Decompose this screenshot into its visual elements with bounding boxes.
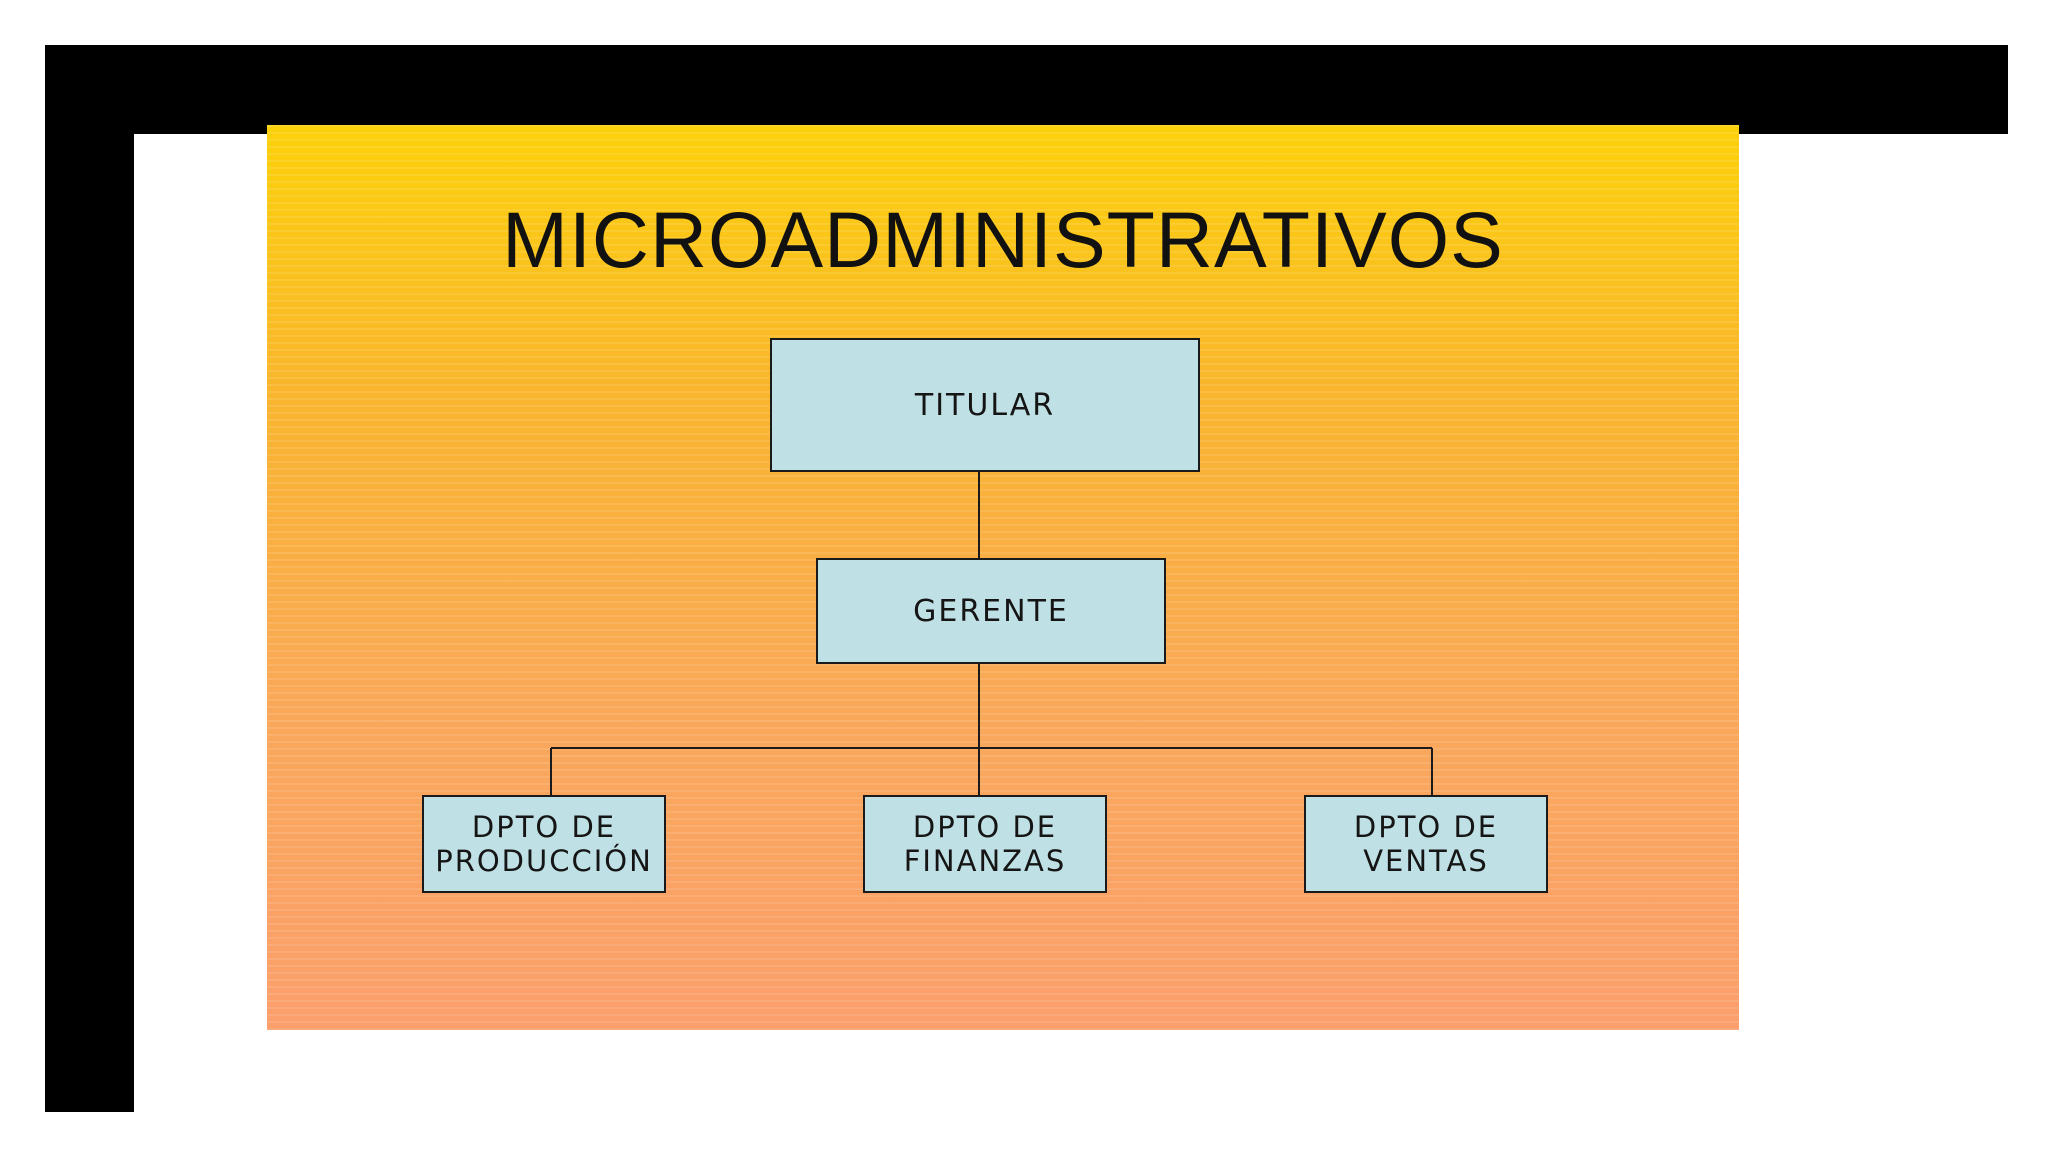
box-dpto-ventas: DPTO DE VENTAS bbox=[1304, 795, 1548, 893]
box-dpto-produccion: DPTO DE PRODUCCIÓN bbox=[422, 795, 666, 893]
box-dpto-finanzas: DPTO DE FINANZAS bbox=[863, 795, 1107, 893]
slide: MICROADMINISTRATIVOS TITULAR GERENTE DPT… bbox=[267, 125, 1739, 1030]
box-gerente: GERENTE bbox=[816, 558, 1166, 664]
org-chart-connectors bbox=[550, 472, 1433, 795]
box-titular: TITULAR bbox=[770, 338, 1200, 472]
slide-title: MICROADMINISTRATIVOS bbox=[502, 195, 1504, 284]
